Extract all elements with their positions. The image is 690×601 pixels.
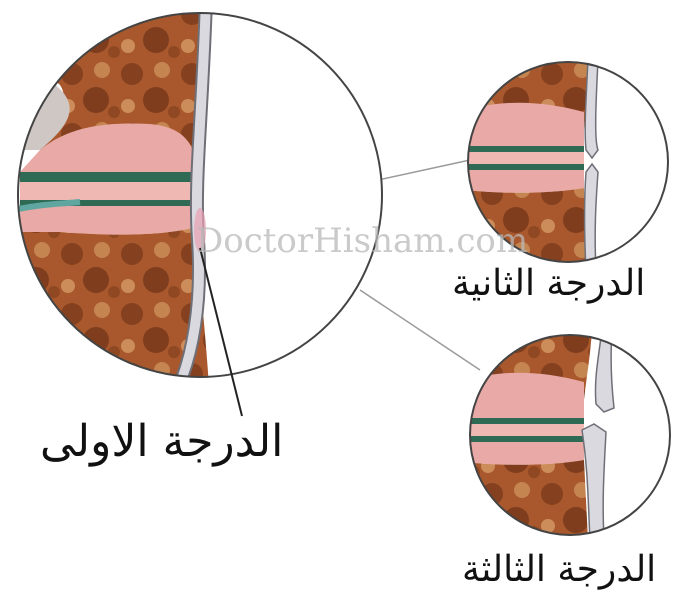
label-grade-3: الدرجة الثالثة: [462, 552, 656, 588]
label-grade-1: الدرجة الاولى: [40, 420, 283, 464]
watermark: DoctorHisham.com: [196, 224, 528, 258]
grade-3-zoom-circle: [460, 330, 680, 540]
label-grade-2: الدرجة الثانية: [452, 266, 645, 302]
grade-1-zoom-circle: [0, 0, 400, 400]
connector-line-grade-2: [378, 160, 470, 180]
